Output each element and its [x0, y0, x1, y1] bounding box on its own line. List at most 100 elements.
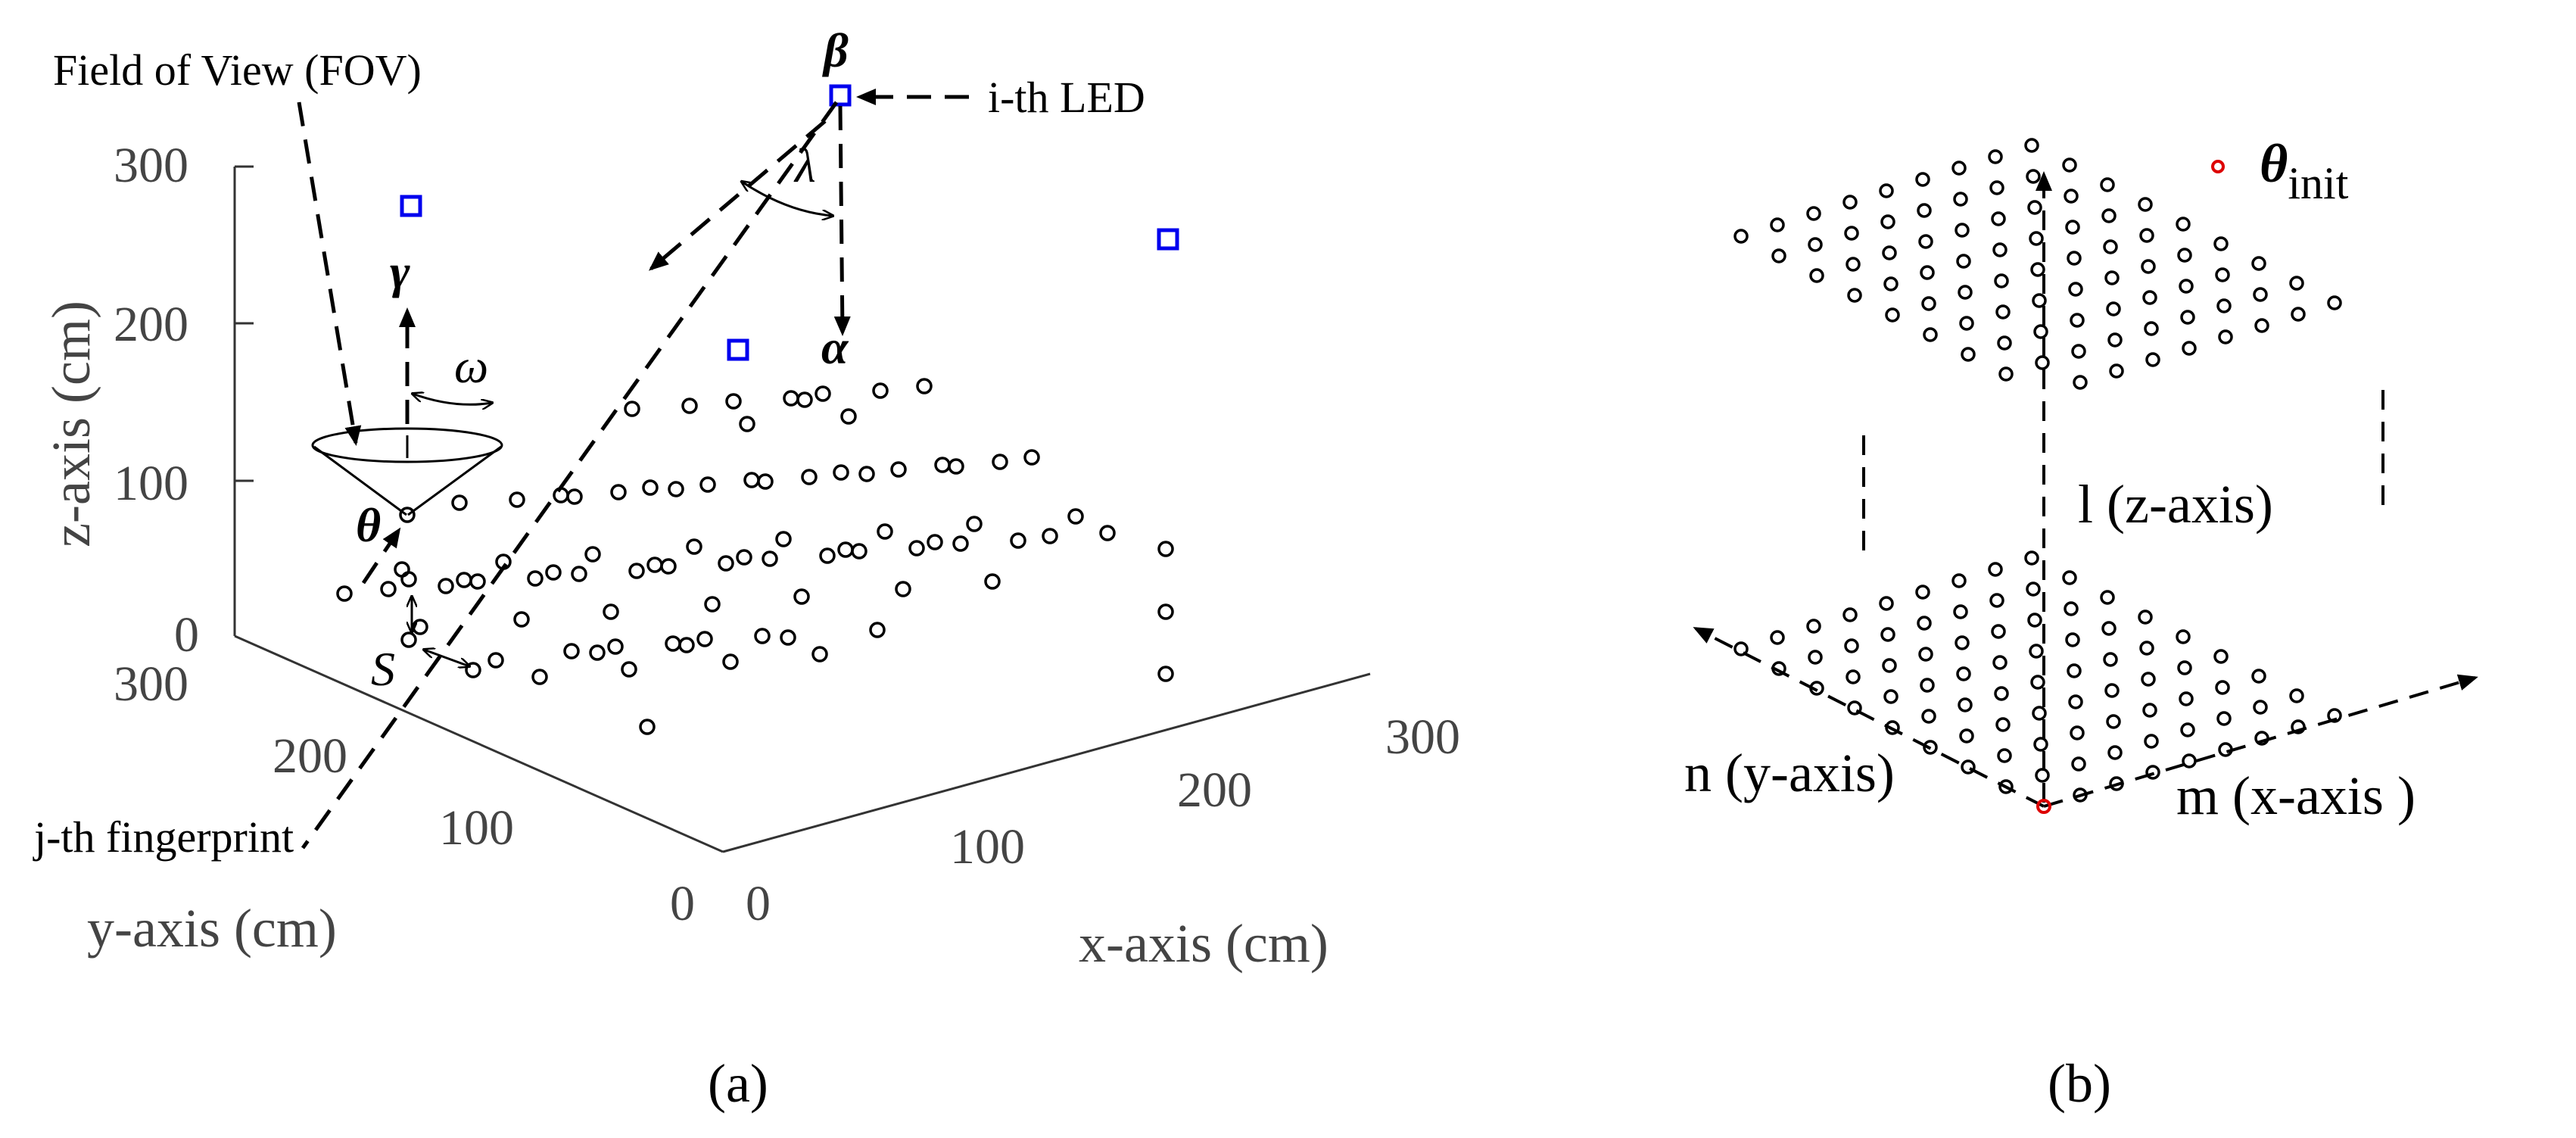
fingerprint-point — [610, 484, 627, 500]
beta-symbol: β — [822, 23, 849, 77]
fingerprint-point — [2216, 711, 2232, 726]
fingerprint-point — [2035, 768, 2050, 783]
led-marker — [727, 338, 749, 361]
fingerprint-point — [1991, 211, 2006, 226]
fingerprint-point — [1951, 161, 1967, 176]
fingerprint-point — [1847, 700, 1862, 716]
fingerprint-point — [336, 585, 353, 602]
theta-init-symbol: θ — [2260, 133, 2288, 194]
fingerprint-point — [837, 541, 854, 558]
fingerprint-point — [545, 564, 562, 581]
fingerprint-point — [2327, 708, 2342, 723]
fingerprint-point — [1921, 296, 1936, 311]
fingerprint-point — [1846, 257, 1861, 272]
fingerprint-point — [2145, 352, 2160, 367]
fingerprint-point — [571, 566, 587, 582]
fingerprint-point — [2068, 282, 2083, 297]
y-tick-200: 200 — [273, 728, 347, 784]
fingerprint-point — [1915, 585, 1930, 600]
l-axis-label: l (z-axis) — [2078, 474, 2273, 535]
fingerprint-point — [487, 652, 504, 669]
fingerprint-point — [2035, 355, 2050, 370]
fingerprint-point — [2070, 725, 2085, 740]
theta-symbol: θ — [356, 498, 381, 552]
fingerprint-point — [2073, 375, 2088, 390]
fingerprint-point — [2029, 231, 2044, 246]
fingerprint-point — [1770, 217, 1785, 232]
fingerprint-point — [686, 538, 702, 555]
fingerprint-point — [1846, 669, 1861, 684]
fingerprint-point — [877, 523, 893, 540]
panel-b-caption: (b) — [2048, 1053, 2111, 1114]
x-tick-100: 100 — [950, 819, 1025, 875]
fingerprint-point — [927, 534, 943, 550]
fingerprint-point — [1882, 245, 1897, 260]
fingerprint-point — [2104, 270, 2120, 285]
fingerprint-point — [2179, 691, 2194, 706]
fingerprint-point — [2070, 313, 2085, 328]
fingerprint-point — [2030, 675, 2045, 690]
fingerprint-point — [1921, 709, 1936, 724]
svg-text:θinit: θinit — [2260, 133, 2349, 208]
fingerprint-point — [2289, 276, 2304, 291]
fingerprint-point — [872, 382, 889, 399]
fingerprint-point — [2103, 652, 2118, 667]
fingerprint-point — [2289, 688, 2304, 703]
fingerprint-point — [2067, 251, 2082, 266]
fingerprint-point — [2179, 279, 2194, 294]
fingerprint-point — [793, 588, 810, 605]
led-marker — [400, 195, 422, 217]
fingerprint-point — [2071, 344, 2086, 359]
fingerprint-point — [1883, 276, 1899, 292]
fingerprint-point — [2024, 138, 2039, 153]
y-tick-300: 300 — [114, 656, 188, 712]
fingerprint-point — [2144, 321, 2159, 336]
fingerprint-point — [1847, 288, 1862, 303]
fingerprint-point — [2027, 200, 2042, 215]
fingerprint-point — [400, 631, 417, 648]
fingerprint-point — [1988, 149, 2003, 164]
omega-symbol: ω — [454, 339, 488, 393]
fingerprint-point — [603, 603, 619, 620]
fingerprint-point — [1992, 242, 2008, 257]
fingerprint-point — [2067, 663, 2082, 678]
fingerprint-point — [2291, 307, 2306, 322]
fingerprint-point — [469, 573, 486, 590]
fingerprint-point — [2107, 332, 2123, 348]
fingerprint-point — [2218, 742, 2233, 757]
fingerprint-grid-b — [1733, 138, 2342, 803]
fingerprint-point — [2253, 700, 2268, 715]
panel-a-caption: (a) — [708, 1053, 768, 1114]
fingerprint-point — [992, 454, 1008, 470]
s-symbol: S — [371, 642, 395, 696]
fingerprint-point — [400, 571, 417, 588]
fingerprint-label: j-th fingerprint — [33, 812, 294, 862]
fingerprint-point — [2106, 301, 2121, 316]
fingerprint-point — [2062, 157, 2077, 173]
fingerprint-point — [718, 555, 734, 572]
fingerprint-point — [2327, 295, 2342, 310]
fingerprint-point — [819, 547, 836, 564]
fingerprint-point — [1157, 541, 1174, 557]
fingerprint-point — [1157, 603, 1174, 620]
fingerprint-point — [840, 408, 857, 425]
fingerprint-point — [757, 473, 774, 490]
y-axis-label: y-axis (cm) — [87, 898, 337, 959]
fingerprint-point — [451, 494, 468, 511]
legend-init-marker — [2211, 160, 2225, 173]
fingerprint-point — [2251, 256, 2266, 271]
fingerprint-grid — [336, 378, 1174, 735]
panel-a: 300 200 100 0 300 200 100 0 0 100 200 30… — [33, 23, 1460, 1114]
fingerprint-point — [1920, 265, 1935, 280]
fingerprint-point — [465, 662, 481, 678]
fingerprint-point — [1959, 728, 1974, 744]
fingerprint-point — [1995, 717, 2011, 732]
fingerprint-point — [2027, 613, 2042, 628]
alpha-symbol: α — [821, 320, 849, 374]
fingerprint-point — [1880, 627, 1895, 642]
fingerprint-point — [725, 393, 742, 410]
fingerprint-point — [1953, 604, 1968, 619]
fingerprint-point — [621, 661, 637, 678]
led-label: i-th LED — [988, 73, 1145, 122]
fingerprint-point — [2182, 753, 2197, 769]
